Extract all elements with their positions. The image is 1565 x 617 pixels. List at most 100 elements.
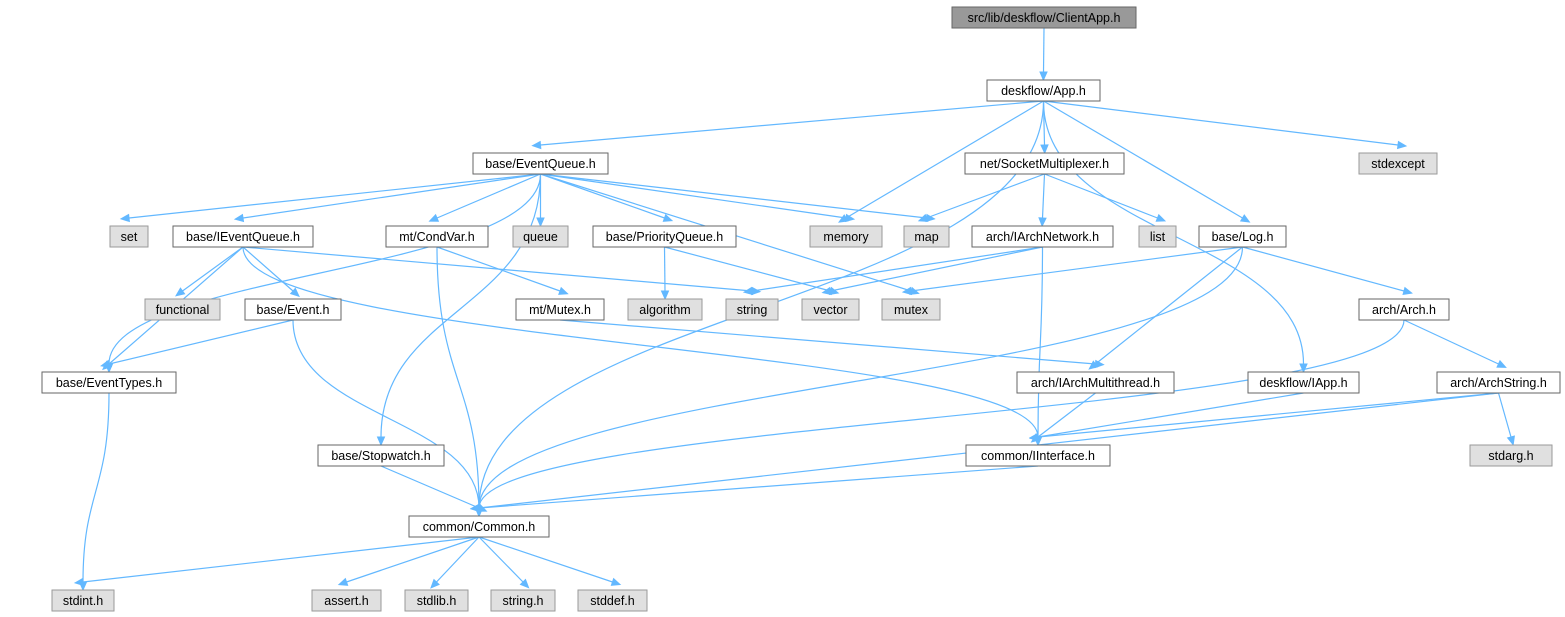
node-app[interactable]: deskflow/App.h [986,79,1101,102]
node-set: set [109,225,149,248]
arrowhead-log-to-mutex [901,286,913,296]
node-iapp[interactable]: deskflow/IApp.h [1247,371,1360,394]
edge-iinterface-to-common [478,465,1039,509]
node-label-iarch-network: arch/IArchNetwork.h [986,230,1099,244]
node-algorithm: algorithm [627,298,703,321]
node-label-stdexcept: stdexcept [1371,157,1425,171]
node-label-stdlib: stdlib.h [417,594,457,608]
node-label-stdint: stdint.h [63,594,103,608]
node-iarch-network[interactable]: arch/IArchNetwork.h [971,225,1114,248]
arrowhead-app-to-iapp [1299,363,1308,374]
node-box-list [1138,225,1177,248]
node-common[interactable]: common/Common.h [408,515,550,538]
node-list: list [1138,225,1177,248]
edge-common-to-stdint [82,536,480,583]
node-label-arch: arch/Arch.h [1372,303,1436,317]
node-box-event-types [41,371,177,394]
edge-ievent-queue-to-iinterface [242,246,1039,438]
node-box-vector [801,298,860,321]
node-box-app [986,79,1101,102]
node-iinterface[interactable]: common/IInterface.h [965,444,1111,467]
node-ievent-queue[interactable]: base/IEventQueue.h [172,225,314,248]
arrowhead-priority-queue-to-algorithm [660,290,670,301]
arrowhead-mutex-h-to-iarch-multithread [1094,359,1105,369]
node-label-stopwatch: base/Stopwatch.h [331,449,430,463]
edge-log-to-common [478,246,1244,509]
node-label-set: set [121,230,138,244]
node-box-set [109,225,149,248]
node-box-string [725,298,779,321]
edge-event-queue-to-map [540,173,927,219]
arrowhead-socket-multiplexer-to-map [917,213,929,222]
node-event-types[interactable]: base/EventTypes.h [41,371,177,394]
node-box-stddef [577,589,648,612]
node-cond-var[interactable]: mt/CondVar.h [385,225,489,248]
edge-arch-string-to-stdarg [1497,392,1512,438]
node-label-event-types: base/EventTypes.h [56,376,162,390]
node-box-mutex [881,298,941,321]
edge-app-to-stdexcept [1043,100,1399,146]
edge-iarch-network-to-vector [830,246,1043,292]
node-label-queue: queue [523,230,558,244]
edge-arch-to-common [478,319,1405,509]
node-box-cond-var [385,225,489,248]
node-label-event: base/Event.h [257,303,330,317]
arrowhead-app-to-socket-multiplexer [1040,144,1049,155]
edge-socket-multiplexer-to-iarch-network [1041,173,1046,219]
arrowhead-ievent-queue-to-event [289,287,300,298]
arrowhead-app-to-stdexcept [1396,140,1408,150]
edge-event-queue-to-event-types [108,173,542,365]
node-box-stopwatch [317,444,445,467]
node-label-assert: assert.h [324,594,369,608]
node-label-vector: vector [813,303,847,317]
edge-event-to-event-types [108,319,294,365]
edge-iapp-to-iinterface [1037,392,1304,438]
arrowhead-log-to-arch [1402,286,1413,295]
edge-iarch-multithread-to-iinterface [1037,392,1096,438]
edge-common-to-string-h [478,536,524,583]
arrowhead-arch-string-to-stdarg [1506,435,1515,446]
node-priority-queue[interactable]: base/PriorityQueue.h [592,225,737,248]
edge-log-to-iarch-multithread [1095,246,1243,365]
arrowhead-event-queue-to-priority-queue [662,213,674,222]
arrowhead-ievent-queue-to-functional [175,287,186,297]
node-stopwatch[interactable]: base/Stopwatch.h [317,444,445,467]
arrowhead-event-queue-to-cond-var [428,213,440,222]
edge-common-to-assert [346,536,480,583]
node-string-h: string.h [490,589,556,612]
arrowhead-app-to-event-queue [531,140,542,150]
edge-event-queue-to-priority-queue [540,173,665,219]
node-event[interactable]: base/Event.h [244,298,342,321]
node-event-queue[interactable]: base/EventQueue.h [472,152,609,175]
arrowhead-arch-to-arch-string [1496,359,1507,368]
arrowhead-cond-var-to-mutex-h [558,286,569,295]
node-arch[interactable]: arch/Arch.h [1358,298,1450,321]
edge-cond-var-to-common [436,246,480,509]
arrowhead-iarch-network-to-string [742,286,754,296]
node-box-client-app [951,6,1137,29]
arrowhead-socket-multiplexer-to-list [1155,213,1167,222]
node-box-stdint [51,589,115,612]
edge-event-to-common [292,319,480,509]
arrowhead-event-queue-to-queue [536,217,545,228]
node-arch-string[interactable]: arch/ArchString.h [1436,371,1561,394]
edge-ievent-queue-to-functional [182,246,244,292]
node-mutex-h[interactable]: mt/Mutex.h [515,298,605,321]
node-socket-multiplexer[interactable]: net/SocketMultiplexer.h [964,152,1125,175]
node-box-algorithm [627,298,703,321]
arrowhead-iarch-network-to-vector [821,286,832,296]
node-label-string: string [737,303,768,317]
node-client-app[interactable]: src/lib/deskflow/ClientApp.h [951,6,1137,29]
node-box-common [408,515,550,538]
node-iarch-multithread[interactable]: arch/IArchMultithread.h [1016,371,1175,394]
arrowhead-event-queue-to-ievent-queue [233,213,245,223]
arrowhead-iinterface-to-common [469,503,480,513]
edge-socket-multiplexer-to-list [1044,173,1158,219]
node-box-arch [1358,298,1450,321]
node-label-ievent-queue: base/IEventQueue.h [186,230,300,244]
node-log[interactable]: base/Log.h [1198,225,1287,248]
edge-event-queue-to-ievent-queue [242,173,541,219]
node-label-event-queue: base/EventQueue.h [485,157,596,171]
edge-stopwatch-to-common [380,465,480,509]
node-box-memory [809,225,883,248]
